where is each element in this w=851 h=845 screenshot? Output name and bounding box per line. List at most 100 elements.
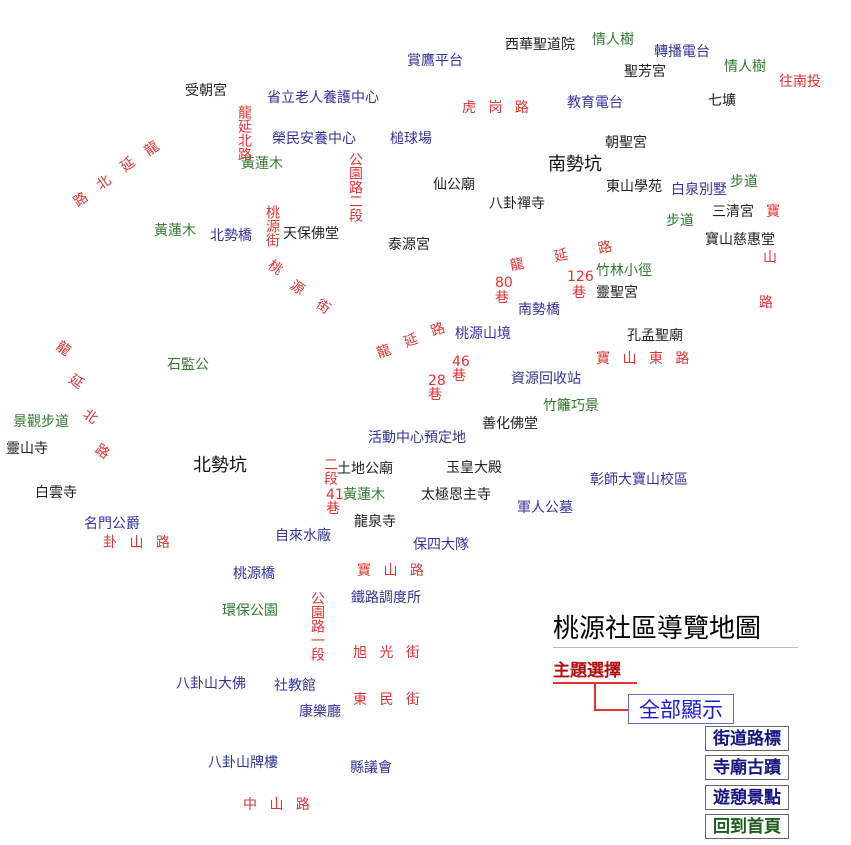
map-label-street[interactable]: 往南投 (779, 74, 821, 90)
map-label-street[interactable]: 旭 光 街 (353, 645, 424, 661)
map-label-place[interactable]: 保四大隊 (413, 537, 469, 553)
map-label-place[interactable]: 聖芳宮 (624, 64, 666, 80)
map-label-place[interactable]: 南勢橋 (518, 302, 560, 318)
map-label-street[interactable]: 桃 (264, 257, 286, 279)
map-label-place[interactable]: 軍人公墓 (517, 500, 573, 516)
map-label-place[interactable]: 教育電台 (567, 95, 623, 111)
map-label-place[interactable]: 黃蓮木 (241, 156, 283, 172)
map-label-street[interactable]: 巷 (572, 285, 586, 301)
map-label-place[interactable]: 桃源山境 (455, 326, 511, 342)
map-label-place[interactable]: 省立老人養護中心 (267, 90, 379, 106)
map-label-street[interactable]: 路 (70, 189, 92, 211)
map-label-street[interactable]: 寶 山 路 (357, 563, 428, 579)
map-label-place[interactable]: 八卦山牌樓 (208, 755, 278, 771)
map-label-place[interactable]: 彰師大寶山校區 (590, 472, 688, 488)
map-label-place[interactable]: 八卦山大佛 (176, 676, 246, 692)
map-label-street[interactable]: 126 (567, 269, 594, 285)
map-label-street[interactable]: 巷 (326, 501, 340, 517)
map-label-place[interactable]: 玉皇大殿 (446, 460, 502, 476)
map-label-street[interactable]: 延 (117, 154, 139, 176)
map-label-area[interactable]: 北勢坑 (193, 455, 247, 476)
map-label-place[interactable]: 竹籬巧景 (543, 398, 599, 414)
map-label-place[interactable]: 步道 (730, 174, 758, 190)
map-label-place[interactable]: 石監公 (167, 357, 209, 373)
map-label-street[interactable]: 延 (552, 246, 570, 266)
map-label-place[interactable]: 名門公爵 (84, 516, 140, 532)
map-label-place[interactable]: 榮民安養中心 (272, 131, 356, 147)
map-label-street[interactable]: 龍 (508, 255, 526, 275)
map-label-place[interactable]: 太極恩主寺 (421, 487, 491, 503)
map-label-place[interactable]: 桃源橋 (233, 566, 275, 582)
map-label-place[interactable]: 社教館 (274, 678, 316, 694)
map-label-street[interactable]: 路 (428, 320, 448, 340)
home-button[interactable]: 回到首頁 (705, 814, 789, 839)
map-label-street[interactable]: 北 (79, 406, 101, 428)
map-label-place[interactable]: 康樂廳 (299, 704, 341, 720)
map-label-street[interactable]: 41 (326, 487, 344, 503)
temples-button[interactable]: 寺廟古蹟 (705, 755, 789, 780)
map-label-street[interactable]: 龍 (141, 138, 163, 160)
map-label-street[interactable]: 街 (312, 296, 334, 318)
map-label-street[interactable]: 龍 (52, 338, 74, 360)
map-label-place[interactable]: 景觀步道 (13, 414, 69, 430)
map-label-street[interactable]: 桃源街 (264, 205, 280, 247)
map-label-place[interactable]: 情人樹 (592, 32, 634, 48)
map-label-place[interactable]: 鐵路調度所 (351, 590, 421, 606)
map-label-place[interactable]: 竹林小徑 (596, 263, 652, 279)
map-label-place[interactable]: 情人樹 (724, 59, 766, 75)
map-label-street[interactable]: 虎 岗 路 (462, 100, 533, 116)
map-label-place[interactable]: 縣議會 (350, 760, 392, 776)
map-label-street[interactable]: 寶 山 東 路 (596, 351, 694, 367)
map-label-place[interactable]: 環保公園 (222, 603, 278, 619)
map-label-street[interactable]: 路 (91, 441, 113, 463)
map-label-place[interactable]: 靈聖宮 (596, 285, 638, 301)
map-label-place[interactable]: 仙公廟 (433, 177, 475, 193)
map-label-place[interactable]: 槌球場 (390, 131, 432, 147)
show-all-button[interactable]: 全部顯示 (628, 694, 734, 724)
map-label-street[interactable]: 巷 (495, 290, 509, 306)
map-label-street[interactable]: 延 (65, 371, 87, 393)
map-label-place[interactable]: 龍泉寺 (354, 514, 396, 530)
map-label-place[interactable]: 白泉別墅 (671, 182, 727, 198)
map-label-street[interactable]: 28 (428, 373, 446, 389)
street-signs-button[interactable]: 街道路標 (705, 726, 789, 751)
map-label-street[interactable]: 巷 (428, 387, 442, 403)
map-label-place[interactable]: 孔孟聖廟 (627, 328, 683, 344)
map-label-street[interactable]: 路 (759, 295, 773, 311)
map-label-place[interactable]: 靈山寺 (6, 441, 48, 457)
map-label-place[interactable]: 資源回收站 (511, 371, 581, 387)
map-label-street[interactable]: 46 (452, 354, 470, 370)
map-label-place[interactable]: 東山學苑 (606, 179, 662, 195)
map-label-street[interactable]: 巷 (452, 368, 466, 384)
map-label-street[interactable]: 北 (93, 172, 115, 194)
map-label-place[interactable]: 西華聖道院 (505, 37, 575, 53)
map-label-place[interactable]: 土地公廟 (337, 461, 393, 477)
map-label-place[interactable]: 受朝宮 (185, 83, 227, 99)
map-label-street[interactable]: 源 (286, 277, 308, 299)
map-label-place[interactable]: 三清宮 (712, 204, 754, 220)
map-label-place[interactable]: 天保佛堂 (283, 226, 339, 242)
map-label-street[interactable]: 二段 (322, 457, 338, 485)
map-label-street[interactable]: 龍 (374, 342, 394, 362)
map-label-street[interactable]: 山 (763, 250, 777, 266)
map-label-place[interactable]: 白雲寺 (35, 485, 77, 501)
map-label-place[interactable]: 黃蓮木 (343, 487, 385, 503)
map-label-place[interactable]: 善化佛堂 (482, 416, 538, 432)
recreation-spots-button[interactable]: 遊憩景點 (705, 785, 789, 810)
map-label-place[interactable]: 七壙 (708, 93, 736, 109)
map-label-place[interactable]: 北勢橋 (210, 228, 252, 244)
map-label-place[interactable]: 賞鷹平台 (407, 53, 463, 69)
map-label-street[interactable]: 路 (596, 238, 614, 258)
map-label-place[interactable]: 步道 (666, 213, 694, 229)
map-label-place[interactable]: 泰源宮 (388, 237, 430, 253)
map-label-place[interactable]: 寶山慈惠堂 (705, 232, 775, 248)
map-label-place[interactable]: 黃蓮木 (154, 223, 196, 239)
map-label-street[interactable]: 寶 (766, 204, 780, 220)
map-label-area[interactable]: 南勢坑 (548, 154, 602, 175)
map-label-street[interactable]: 東 民 街 (353, 692, 424, 708)
map-label-place[interactable]: 自來水廠 (275, 528, 331, 544)
map-label-street[interactable]: 卦 山 路 (103, 535, 174, 551)
map-label-place[interactable]: 八卦禪寺 (489, 196, 545, 212)
map-label-street[interactable]: 龍延北路 (236, 105, 252, 161)
map-label-street[interactable]: 80 (495, 275, 513, 291)
